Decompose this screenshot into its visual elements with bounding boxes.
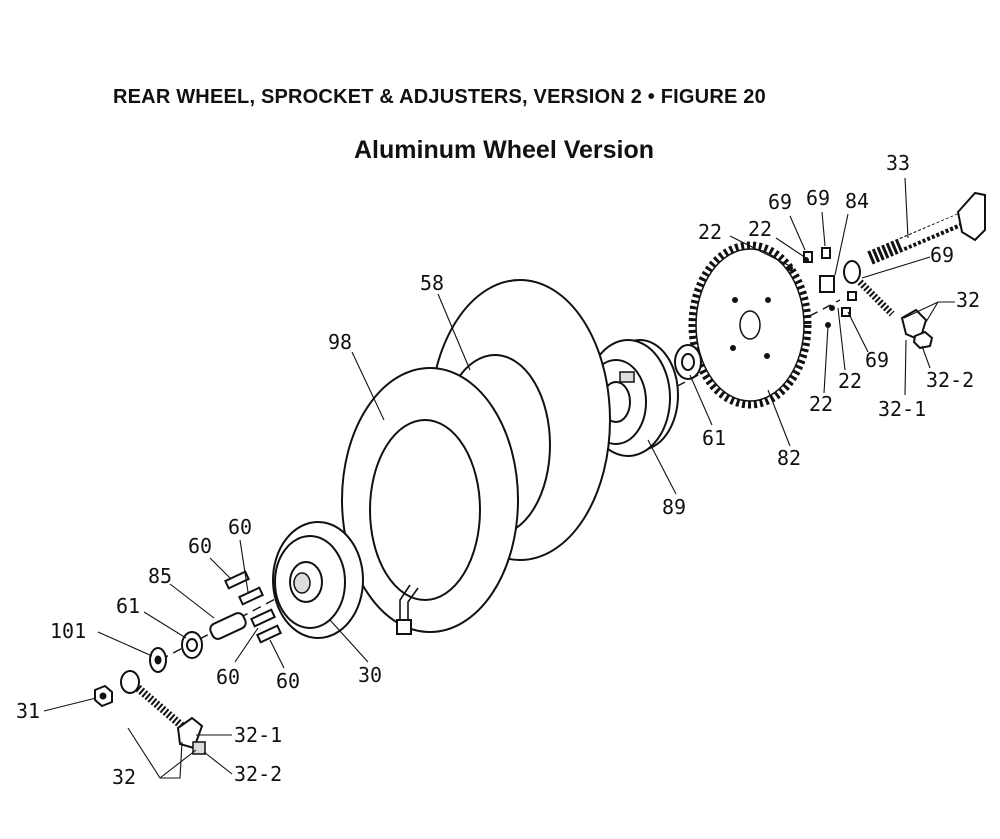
callout-32-2-left: 32-2 <box>234 762 282 786</box>
callout-32-right: 32 <box>956 288 980 312</box>
callout-32-1-left: 32-1 <box>234 723 282 747</box>
callout-60-b: 60 <box>188 534 212 558</box>
sprocket-82 <box>688 241 812 409</box>
callout-69-a: 69 <box>768 190 792 214</box>
bolts-60 <box>224 570 282 644</box>
bolt-33 <box>867 191 986 265</box>
hub-30 <box>272 521 364 639</box>
callout-32-left: 32 <box>112 765 136 789</box>
callout-98: 98 <box>328 330 352 354</box>
tube-98 <box>341 367 519 635</box>
bearing-61-right <box>674 344 702 380</box>
callout-61-right: 61 <box>702 426 726 450</box>
washers-69-84 <box>787 247 895 328</box>
callout-labels: 33 69 69 84 22 22 69 32 69 22 32-2 22 32… <box>16 151 980 789</box>
callout-69-d: 69 <box>865 348 889 372</box>
callout-30: 30 <box>358 663 382 687</box>
callout-60-d: 60 <box>276 669 300 693</box>
bearing-61-left <box>181 631 203 659</box>
callout-69-c: 69 <box>930 243 954 267</box>
callout-82: 82 <box>777 446 801 470</box>
callout-61-left: 61 <box>116 594 140 618</box>
assembly-axis <box>159 299 841 661</box>
callout-33: 33 <box>886 151 910 175</box>
callout-22-c: 22 <box>838 369 862 393</box>
figure-subtitle: Aluminum Wheel Version <box>354 136 655 164</box>
callout-60-c: 60 <box>216 665 240 689</box>
callout-101: 101 <box>50 619 86 643</box>
callout-60-a: 60 <box>228 515 252 539</box>
callout-58: 58 <box>420 271 444 295</box>
adjuster-32-left <box>120 670 206 755</box>
washer-101 <box>149 647 167 673</box>
callout-85: 85 <box>148 564 172 588</box>
adjuster-32-right <box>900 308 934 350</box>
callout-32-1-right: 32-1 <box>878 397 926 421</box>
callout-89: 89 <box>662 495 686 519</box>
callout-84: 84 <box>845 189 869 213</box>
callout-69-b: 69 <box>806 186 830 210</box>
spacer-85 <box>209 612 247 640</box>
callout-22-d: 22 <box>809 392 833 416</box>
figure-title: REAR WHEEL, SPROCKET & ADJUSTERS, VERSIO… <box>113 86 766 108</box>
leader-lines <box>43 177 955 779</box>
callout-32-2-right: 32-2 <box>926 368 974 392</box>
callout-22-b: 22 <box>748 217 772 241</box>
callout-22-a: 22 <box>698 220 722 244</box>
nut-31 <box>94 684 113 708</box>
callout-31: 31 <box>16 699 40 723</box>
